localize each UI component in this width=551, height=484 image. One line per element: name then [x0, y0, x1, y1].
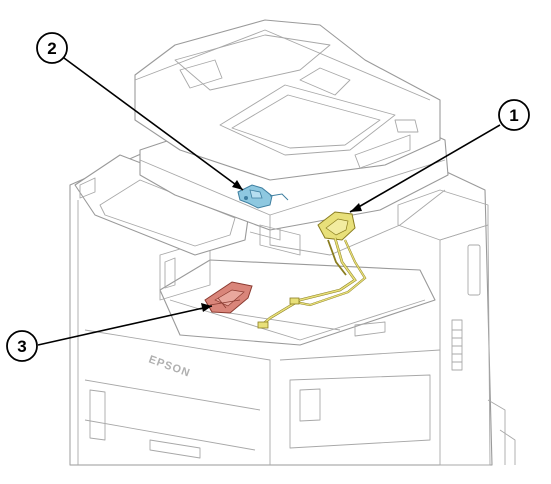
- leader-lines: [37, 57, 501, 346]
- callout-3: 3: [6, 330, 38, 362]
- leader-arrow-1: [350, 203, 362, 212]
- document-feeder: [134, 19, 441, 181]
- callout-2: 2: [36, 32, 68, 64]
- part-3-red-bracket: [204, 281, 253, 314]
- leader-arrow-2: [232, 180, 243, 190]
- callout-2-label: 2: [47, 39, 56, 58]
- part-1-yellow-cable: [257, 211, 367, 329]
- leader-line-1: [349, 124, 501, 213]
- callout-1-label: 1: [509, 106, 518, 125]
- part-2-blue-bracket: [237, 184, 289, 209]
- leader-line-3: [37, 305, 213, 346]
- control-panel: [74, 154, 281, 256]
- callout-1: 1: [498, 99, 530, 131]
- paper-trays: [84, 329, 441, 465]
- leader-line-2: [63, 57, 244, 191]
- leader-arrow-3: [201, 303, 212, 312]
- callout-3-label: 3: [17, 337, 26, 356]
